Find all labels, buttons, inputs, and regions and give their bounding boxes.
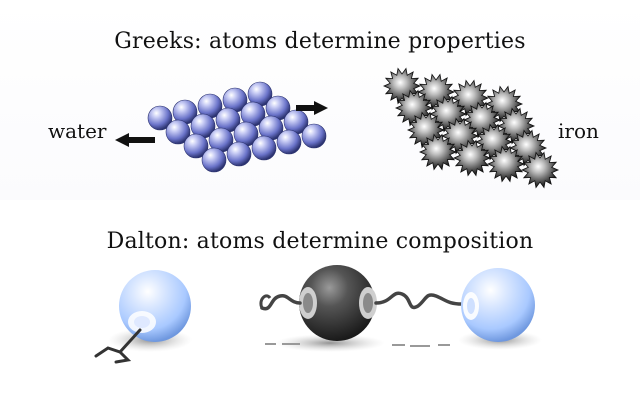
water-label: water (48, 119, 107, 143)
water-atom (147, 105, 173, 131)
water-atom (165, 119, 191, 145)
iron-label: iron (558, 119, 599, 143)
water-atom (201, 147, 227, 173)
arrow-right-icon (296, 101, 328, 115)
dark-atom-center (275, 265, 385, 352)
water-atom (301, 123, 327, 149)
water-atom (276, 129, 302, 155)
arrow-left-icon (115, 133, 155, 147)
greeks-heading: Greeks: atoms determine properties (114, 29, 526, 54)
iron-atom (520, 151, 560, 189)
iron-atom (452, 139, 492, 177)
water-atom (183, 133, 209, 159)
water-atom (251, 135, 277, 161)
water-atom-lattice (147, 81, 327, 173)
light-atom-left (108, 270, 192, 352)
hook-icon (259, 293, 302, 311)
hook-icon (94, 328, 142, 364)
iron-atom (486, 145, 526, 183)
floor-shadow-marks (265, 343, 450, 347)
dalton-heading: Dalton: atoms determine composition (106, 229, 534, 254)
iron-atom (418, 133, 458, 171)
water-atom (226, 141, 252, 167)
iron-atom-lattice (382, 67, 560, 189)
hook-icon (374, 291, 464, 310)
light-atom-right (458, 268, 542, 350)
